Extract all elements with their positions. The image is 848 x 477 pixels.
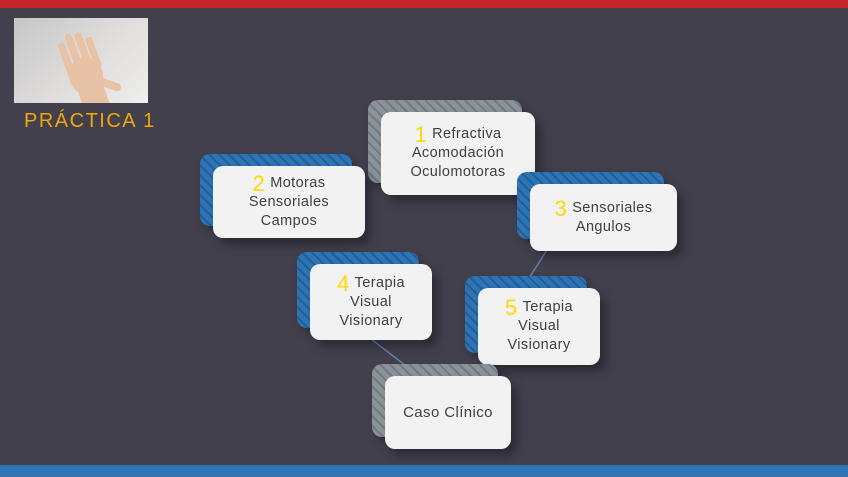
card-face: 3 Sensoriales Angulos (530, 184, 677, 251)
card-face: Caso Clínico (385, 376, 511, 449)
node-2-motoras: 2 Motoras Sensoriales Campos (200, 154, 365, 238)
card-line: Visual (518, 318, 560, 334)
card-line: Oculomotoras (410, 164, 506, 180)
node-5-terapia-visionary: 5 Terapia Visual Visionary (465, 276, 600, 365)
node-title: Terapia (354, 274, 405, 291)
card-line: Visionary (507, 337, 571, 353)
node-title: Sensoriales (572, 199, 653, 216)
card-line: 3 Sensoriales (554, 195, 653, 221)
node-number: 3 (554, 195, 568, 221)
top-accent-bar (0, 0, 848, 8)
node-number: 1 (414, 122, 428, 147)
card-line: Caso Clínico (403, 404, 493, 421)
card-face: 2 Motoras Sensoriales Campos (213, 166, 365, 238)
node-caso-clinico: Caso Clínico (372, 364, 511, 449)
hand-photo (14, 18, 148, 103)
node-3-sensoriales: 3 Sensoriales Angulos (517, 172, 677, 251)
card-line: Sensoriales (248, 193, 330, 210)
node-title: Refractiva (432, 126, 502, 142)
card-face: 5 Terapia Visual Visionary (478, 288, 600, 365)
card-face: 1 Refractiva Acomodación Oculomotoras (381, 112, 535, 195)
bottom-accent-bar (0, 465, 848, 477)
card-line: Campos (260, 212, 318, 229)
node-4-terapia-visionary: 4 Terapia Visual Visionary (297, 252, 432, 340)
card-line: Angulos (575, 218, 632, 235)
hand-illustration (57, 32, 122, 103)
card-line: 5 Terapia (505, 295, 573, 320)
card-line: Visionary (339, 312, 403, 329)
card-line: Acomodación (411, 145, 505, 161)
node-1-refractiva: 1 Refractiva Acomodación Oculomotoras (368, 100, 535, 195)
card-line: 4 Terapia (337, 270, 405, 296)
card-line: 2 Motoras (252, 170, 326, 196)
card-line: 1 Refractiva (414, 122, 502, 147)
page-title: PRÁCTICA 1 (24, 110, 156, 132)
node-number: 4 (337, 270, 350, 296)
card-face: 4 Terapia Visual Visionary (310, 264, 432, 340)
card-line: Visual (350, 293, 392, 310)
node-number: 5 (505, 295, 518, 320)
node-number: 2 (252, 170, 266, 196)
node-title: Terapia (522, 299, 573, 315)
node-title: Motoras (270, 174, 326, 191)
